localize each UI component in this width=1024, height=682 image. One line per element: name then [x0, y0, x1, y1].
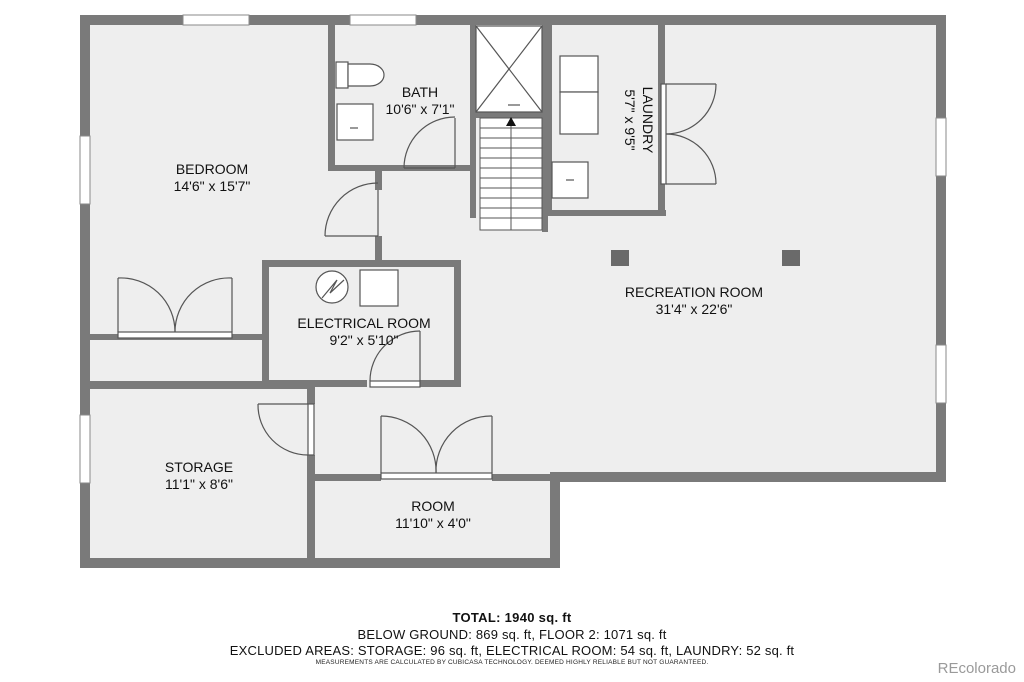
room-label-storage: STORAGE: [165, 459, 233, 475]
room-dims-bedroom: 14'6" x 15'7": [174, 178, 251, 194]
shower-icon: [475, 25, 543, 113]
room-label-electrical: ELECTRICAL ROOM: [297, 315, 430, 331]
room-dims-electrical: 9'2" x 5'10": [330, 332, 399, 348]
brand-watermark: REcolorado: [937, 660, 1016, 677]
window: [182, 14, 250, 26]
room-label-room: ROOM: [411, 498, 455, 514]
measurement-disclaimer: MEASUREMENTS ARE CALCULATED BY CUBICASA …: [315, 659, 709, 666]
stair-arrow-icon: [506, 117, 516, 126]
room-label-recreation: RECREATION ROOM: [625, 284, 763, 300]
washer-icon: [559, 55, 599, 93]
room-dims-storage: 11'1" x 8'6": [165, 476, 233, 492]
window: [79, 135, 91, 205]
room-dims-room: 11'10" x 4'0": [395, 515, 471, 531]
fixtures: [315, 25, 599, 307]
floor-area-breakdown: BELOW GROUND: 869 sq. ft, FLOOR 2: 1071 …: [357, 627, 667, 642]
furnace-icon: [359, 269, 399, 307]
total-label: TOTAL:: [452, 610, 501, 625]
water-heater-icon: [315, 270, 349, 304]
doors: [117, 83, 717, 480]
excluded-areas: EXCLUDED AREAS: STORAGE: 96 sq. ft, ELEC…: [229, 643, 795, 658]
window: [79, 414, 91, 484]
toilet-icon: [335, 61, 385, 89]
room-label-laundry: LAUNDRY: [640, 87, 656, 154]
room-dims-recreation: 31'4" x 22'6": [656, 301, 733, 317]
support-column: [782, 250, 800, 266]
stairs: [479, 117, 543, 231]
room-label-bedroom: BEDROOM: [176, 161, 248, 177]
room-dims-laundry: 5'7" x 9'5": [622, 89, 638, 150]
total-value: 1940 sq. ft: [504, 610, 572, 625]
laundry-sink-icon: [551, 161, 589, 199]
sink-icon: [336, 103, 374, 141]
windows: [79, 14, 947, 484]
support-column: [611, 250, 629, 266]
total-area: TOTAL: 1940 sq. ft: [0, 610, 1024, 625]
window: [935, 344, 947, 404]
floor-plan: BEDROOM 14'6" x 15'7" BATH 10'6" x 7'1" …: [79, 14, 947, 568]
window: [935, 117, 947, 177]
room-dims-bath: 10'6" x 7'1": [386, 101, 455, 117]
dryer-icon: [559, 91, 599, 135]
room-label-bath: BATH: [402, 84, 438, 100]
window: [349, 14, 417, 26]
